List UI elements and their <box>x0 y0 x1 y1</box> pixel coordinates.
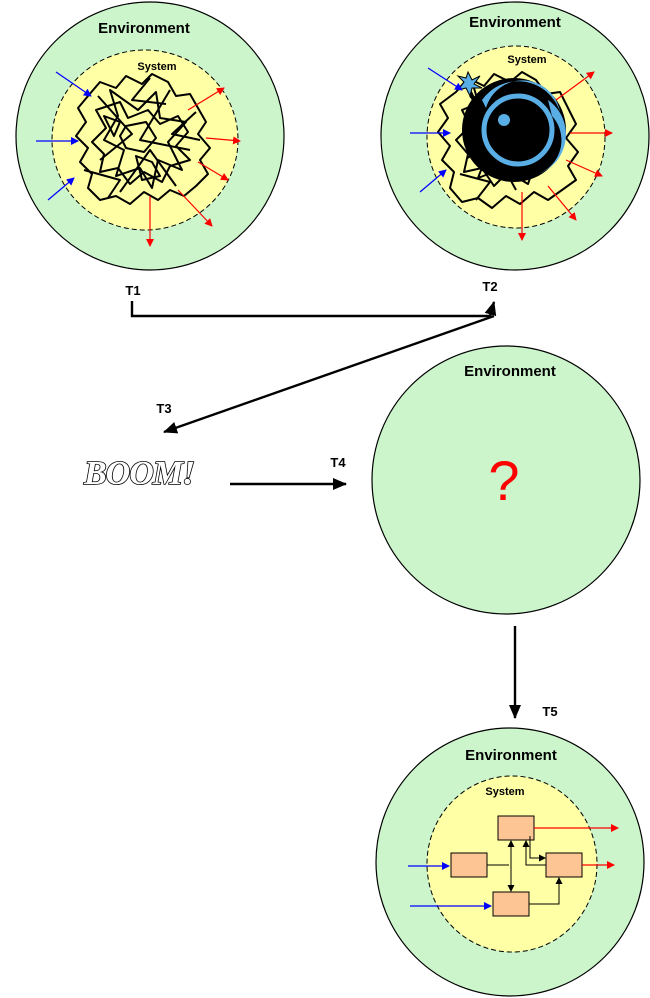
output-arrows-t2 <box>518 71 613 241</box>
timeline: T1 T2 T3 T4 T5 <box>125 279 558 719</box>
chaotic-scribble-t1 <box>75 73 211 205</box>
system-label-t2: System <box>507 54 546 66</box>
timeline-arrow-t2-t3 <box>163 314 495 434</box>
component-box-right <box>545 852 583 878</box>
input-arrows-t1 <box>36 71 92 201</box>
environment-circle-t4 <box>371 345 641 615</box>
bomb-icon <box>456 70 566 182</box>
system-ellipse-t5 <box>426 775 598 953</box>
system-label-t5: System <box>485 786 524 798</box>
component-connections <box>487 836 563 905</box>
timeline-label-t3: T3 <box>156 401 171 416</box>
environment-label-t5: Environment <box>465 747 557 764</box>
mystery-question-mark: ? <box>488 449 519 512</box>
timeline-label-t1: T1 <box>125 283 140 298</box>
input-arrows-t5 <box>408 862 492 910</box>
timeline-label-t5: T5 <box>542 704 557 719</box>
panel-t5: Environment System <box>375 727 645 997</box>
timeline-arrow-t1-t2 <box>130 301 497 318</box>
timeline-label-t2: T2 <box>482 279 497 294</box>
timeline-label-t4: T4 <box>330 455 346 470</box>
panel-t1: Environment System <box>15 1 285 271</box>
environment-label-t1: Environment <box>98 20 190 37</box>
system-label-t1: System <box>137 61 176 73</box>
panel-t4: Environment ? <box>371 345 641 615</box>
boom-text: BOOM! <box>83 455 194 492</box>
output-arrows-t1 <box>146 87 241 247</box>
component-box-left <box>450 852 488 878</box>
environment-label-t4: Environment <box>464 363 556 380</box>
component-box-bottom <box>492 891 530 917</box>
input-arrows-t2 <box>410 67 463 193</box>
environment-label-t2: Environment <box>469 14 561 31</box>
component-box-top <box>497 815 535 841</box>
output-arrows-t5 <box>534 824 619 869</box>
panel-t2: Environment System <box>380 1 650 271</box>
